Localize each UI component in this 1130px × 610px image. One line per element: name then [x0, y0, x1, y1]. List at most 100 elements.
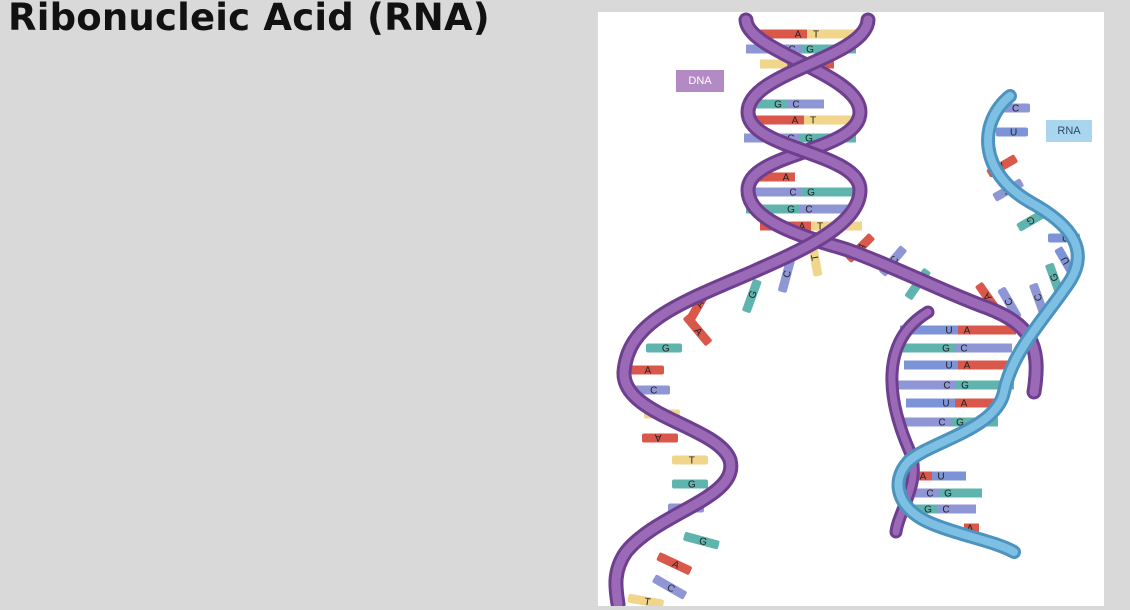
- dna-label: DNA: [676, 70, 724, 92]
- hybrid-pair-base-3-left: [898, 380, 956, 390]
- lower-pair-base-2-right: [937, 504, 976, 514]
- parent-pair-label-6-left: A: [783, 173, 790, 184]
- hybrid-pair-label-0-left: U: [945, 326, 952, 337]
- rna-strand-base-1: U: [996, 127, 1028, 139]
- svg-text:U: U: [1010, 128, 1017, 139]
- hybrid-pair-label-2-left: U: [945, 361, 952, 372]
- parent-pair-label-0-right: T: [813, 30, 819, 41]
- parent-pair-label-0-left: A: [795, 30, 802, 41]
- template-strand-base-12: T: [627, 593, 664, 606]
- hybrid-pair-label-3-left: C: [943, 381, 950, 392]
- svg-text:G: G: [698, 536, 709, 549]
- parent-pair-base-8-right: [800, 204, 854, 214]
- parent-pair-label-3-right: C: [792, 100, 799, 111]
- parent-pair-label-8-right: C: [805, 205, 812, 216]
- lower-pair-label-3-left: A: [967, 524, 974, 535]
- lower-pair-base-1-left: [896, 488, 939, 498]
- svg-text:G: G: [747, 289, 760, 300]
- template-strand-base-6: T: [672, 455, 708, 467]
- hybrid-pair-base-3-right: [956, 380, 1014, 390]
- svg-text:C: C: [665, 582, 677, 595]
- fork-strand-base-8: C: [997, 287, 1022, 320]
- lower-pair-label-2-right: C: [942, 505, 949, 516]
- parent-pair-label-1-right: G: [806, 45, 814, 56]
- hybrid-pair-base-4-left: [906, 398, 955, 408]
- svg-text:U: U: [1059, 254, 1072, 266]
- parent-pair-label-3-left: G: [774, 100, 782, 111]
- svg-text:C: C: [1003, 295, 1016, 307]
- hybrid-pair-base-0-left: [900, 325, 958, 335]
- hybrid-pair-label-1-right: C: [960, 344, 967, 355]
- svg-text:T: T: [810, 253, 822, 261]
- template-strand-base-9: G: [683, 532, 720, 550]
- rna-backbone: [894, 92, 1082, 556]
- hybrid-pair-base-2-right: [958, 360, 1012, 370]
- hybrid-pair-label-1-left: G: [942, 344, 950, 355]
- svg-text:G: G: [1048, 271, 1061, 282]
- hybrid-pair-base-5-left: [904, 417, 951, 427]
- template-strand-base-1: G: [646, 343, 682, 355]
- svg-text:C: C: [782, 269, 794, 279]
- hybrid-pair-label-5-left: C: [938, 418, 945, 429]
- lower-pair-label-1-left: C: [926, 489, 933, 500]
- svg-text:G: G: [662, 344, 670, 355]
- svg-text:A: A: [655, 432, 662, 443]
- parent-pair-base-4-right: [804, 115, 862, 125]
- hybrid-pair-base-1-left: [898, 343, 955, 353]
- parent-pair-label-9-left: A: [799, 222, 806, 233]
- hybrid-pair-base-1-right: [955, 343, 1012, 353]
- svg-text:T: T: [689, 456, 695, 467]
- parent-pair-base-4-left: [746, 115, 804, 125]
- fork-strand-base-2: C: [778, 258, 795, 293]
- hybrid-pair-base-4-right: [955, 398, 1004, 408]
- template-strand-base-10: A: [656, 552, 692, 575]
- parent-pair-base-6-left: [756, 172, 795, 182]
- hybrid-pair-label-4-left: U: [942, 399, 949, 410]
- parent-pair-label-2-left: T: [785, 60, 791, 71]
- template-strand-base-0: A: [683, 313, 712, 346]
- template-strand-base-7: G: [672, 479, 708, 491]
- parent-pair-base-0-left: [748, 29, 807, 39]
- dna-backbone-2-edge: [608, 12, 876, 606]
- template-strand-base-3: C: [634, 385, 670, 397]
- parent-pair-label-5-right: G: [805, 134, 813, 145]
- rna-label: RNA: [1046, 120, 1092, 142]
- lower-pair-label-0-right: U: [937, 472, 944, 483]
- parent-pair-label-4-left: A: [792, 116, 799, 127]
- parent-pair-base-7-right: [802, 187, 860, 197]
- parent-pair-base-3-left: [750, 99, 787, 109]
- parent-pair-base-7-left: [744, 187, 802, 197]
- hybrid-pair-label-0-right: A: [964, 326, 971, 337]
- parent-pair-base-0-right: [807, 29, 866, 39]
- dna-backbone-2: [611, 15, 873, 606]
- parent-pair-base-8-left: [746, 204, 800, 214]
- lower-pair-base-3-left: [964, 523, 979, 533]
- parent-pair-label-7-left: C: [789, 188, 796, 199]
- lower-pair-label-0-left: A: [920, 472, 927, 483]
- template-strand-base-5: A: [642, 432, 678, 443]
- svg-text:A: A: [694, 298, 707, 310]
- hybrid-pair-label-5-right: G: [956, 418, 964, 429]
- svg-text:A: A: [644, 366, 651, 377]
- slide-title: Ribonucleic Acid (RNA): [8, 0, 490, 39]
- backbone-layer: [608, 12, 1085, 606]
- hybrid-pair-base-2-left: [904, 360, 958, 370]
- svg-text:A: A: [670, 559, 681, 572]
- template-strand-base-11: C: [652, 574, 687, 600]
- template-strand-base-2: A: [628, 365, 664, 377]
- parent-pair-label-7-right: G: [807, 188, 815, 199]
- svg-text:G: G: [688, 480, 696, 491]
- hybrid-pair-label-3-right: G: [961, 381, 969, 392]
- lower-pair-base-0-right: [932, 471, 966, 481]
- parent-pair-label-9-right: T: [817, 222, 823, 233]
- rna-backbone-edge: [891, 89, 1085, 559]
- hybrid-pair-label-2-right: A: [964, 361, 971, 372]
- parent-pair-label-8-left: G: [787, 205, 795, 216]
- lower-pair-label-2-left: G: [924, 505, 932, 516]
- parent-pair-label-4-right: T: [810, 116, 816, 127]
- fork-strand-base-1: G: [742, 279, 762, 313]
- svg-text:C: C: [1033, 292, 1046, 303]
- lower-pair-label-1-right: G: [944, 489, 952, 500]
